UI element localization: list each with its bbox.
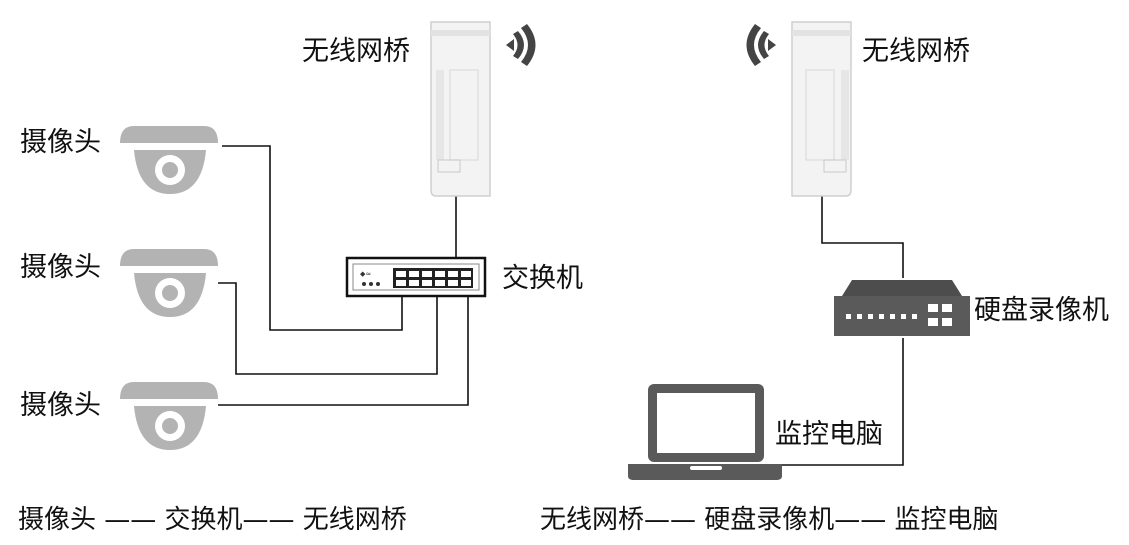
link-nvr-pc (775, 338, 904, 466)
link-camera3-switch (218, 296, 469, 406)
label-nvr: 硬盘录像机 (974, 295, 1109, 326)
link-camera2-switch (218, 282, 438, 375)
label-bridge-right: 无线网桥 (862, 36, 970, 67)
connection-lines (218, 145, 904, 466)
wireless-bridge-left-icon (430, 21, 491, 197)
signal-waves-left-icon (506, 24, 536, 66)
label-switch: 交换机 (502, 263, 583, 294)
label-camera-1: 摄像头 (20, 127, 101, 158)
signal-waves-right-icon (746, 24, 776, 66)
laptop-icon (628, 384, 782, 480)
wireless-bridge-right-icon (791, 21, 852, 197)
label-camera-2: 摄像头 (20, 252, 101, 283)
camera-1-icon (116, 126, 222, 194)
link-camera1-switch (218, 145, 403, 331)
caption-left: 摄像头 —— 交换机—— 无线网桥 (18, 505, 407, 535)
label-camera-3: 摄像头 (20, 390, 101, 421)
switch-icon: ◆≈ (345, 256, 487, 298)
svg-text:◆≈: ◆≈ (360, 270, 371, 278)
label-bridge-left: 无线网桥 (302, 36, 410, 67)
nvr-icon (834, 280, 970, 336)
camera-3-icon (116, 382, 222, 450)
camera-2-icon (116, 249, 222, 317)
caption-right: 无线网桥—— 硬盘录像机—— 监控电脑 (540, 505, 999, 535)
label-pc: 监控电脑 (775, 419, 883, 450)
link-bridge-nvr (821, 195, 904, 278)
